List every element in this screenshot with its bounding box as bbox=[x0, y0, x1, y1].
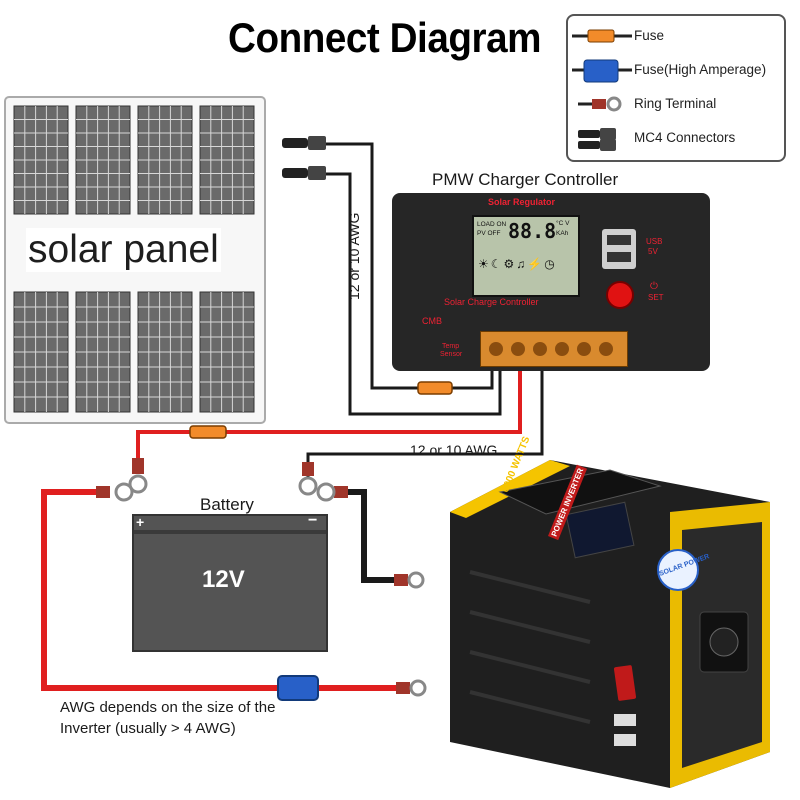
ring-terminal-icon bbox=[128, 458, 148, 494]
fuse-on-black-wire bbox=[417, 381, 453, 395]
temp-sensor-label-2: Sensor bbox=[440, 351, 463, 358]
lcd-pv-label: PV OFF bbox=[477, 230, 501, 237]
battery-plus-terminal: + bbox=[136, 514, 145, 530]
controller-lcd: LOAD ON PV OFF 88.8 °C V KAh ☀☾⚙♫⚡◷ bbox=[472, 215, 580, 297]
usb-voltage-label: 5V bbox=[648, 247, 658, 256]
mc4-connector-icon bbox=[282, 166, 326, 180]
legend-label: MC4 Connectors bbox=[634, 130, 736, 145]
battery-label: Battery bbox=[200, 495, 254, 514]
legend-label: Fuse bbox=[634, 28, 665, 43]
legend-item-fuse: Fuse bbox=[568, 24, 784, 52]
set-label: SET bbox=[648, 293, 664, 302]
ring-terminal-icon bbox=[96, 482, 134, 502]
ring-terminal-icon bbox=[316, 482, 348, 502]
usb-label: USB bbox=[646, 237, 663, 246]
ring-terminal-icon bbox=[396, 679, 427, 697]
fuse-icon bbox=[572, 29, 632, 43]
battery-voltage: 12V bbox=[202, 566, 245, 593]
battery-stripe bbox=[134, 530, 326, 534]
lcd-load-label: LOAD ON bbox=[477, 221, 507, 228]
inverter-awg-note: AWG depends on the size of the Inverter … bbox=[60, 699, 276, 737]
lcd-digits: 88.8 bbox=[508, 219, 557, 243]
charge-controller: Solar Regulator LOAD ON PV OFF 88.8 °C V… bbox=[392, 193, 710, 371]
high-amp-fuse-on-red-wire bbox=[277, 675, 319, 701]
red-wire-battery-inverter bbox=[41, 489, 410, 691]
temp-sensor-label: Temp bbox=[442, 343, 460, 350]
controller-header: Solar Regulator bbox=[488, 197, 556, 207]
set-button[interactable] bbox=[606, 281, 634, 309]
ring-terminal-icon bbox=[394, 571, 425, 589]
red-wire-controller-battery bbox=[136, 364, 522, 470]
wire-label-inverter: 12 or 10 AWG bbox=[410, 442, 498, 458]
legend-label: Ring Terminal bbox=[634, 96, 717, 111]
mc4-connector-icon bbox=[578, 128, 616, 151]
black-wire-mc4-lower bbox=[324, 172, 502, 416]
legend-box: Fuse Fuse(High Amperage) Ring Terminal M… bbox=[566, 14, 786, 162]
legend-item-ring-terminal: Ring Terminal bbox=[568, 92, 784, 120]
ring-terminal-icon bbox=[578, 96, 622, 112]
power-inverter bbox=[450, 460, 770, 788]
solar-panel-label: solar panel bbox=[26, 228, 221, 272]
battery-minus-terminal: − bbox=[308, 512, 318, 529]
legend-item-high-amp-fuse: Fuse(High Amperage) bbox=[568, 58, 784, 86]
terminal-block bbox=[480, 331, 628, 367]
lcd-units-bottom: KAh bbox=[556, 230, 569, 237]
legend-label: Fuse(High Amperage) bbox=[634, 62, 767, 77]
lcd-units-top: °C V bbox=[556, 220, 570, 227]
battery: + − bbox=[132, 512, 328, 652]
page-title: Connect Diagram bbox=[228, 14, 542, 61]
wire-label-panel: 12 or 10 AWG bbox=[346, 212, 362, 300]
legend-item-mc4: MC4 Connectors bbox=[568, 126, 784, 154]
controller-cmb-label: CMB bbox=[422, 316, 442, 326]
controller-brand-label: Solar Charge Controller bbox=[444, 297, 539, 307]
ring-terminal-icon bbox=[298, 462, 318, 496]
lcd-icons-row: ☀☾⚙♫⚡◷ bbox=[478, 257, 557, 271]
usb-ports bbox=[602, 229, 636, 269]
controller-title: PMW Charger Controller bbox=[432, 170, 619, 189]
mc4-connector-icon bbox=[282, 136, 326, 150]
fuse-on-red-wire bbox=[189, 425, 227, 439]
black-wire-battery-inverter bbox=[344, 489, 410, 583]
high-amp-fuse-icon bbox=[572, 59, 632, 83]
power-icon: ⏻ bbox=[650, 281, 658, 292]
